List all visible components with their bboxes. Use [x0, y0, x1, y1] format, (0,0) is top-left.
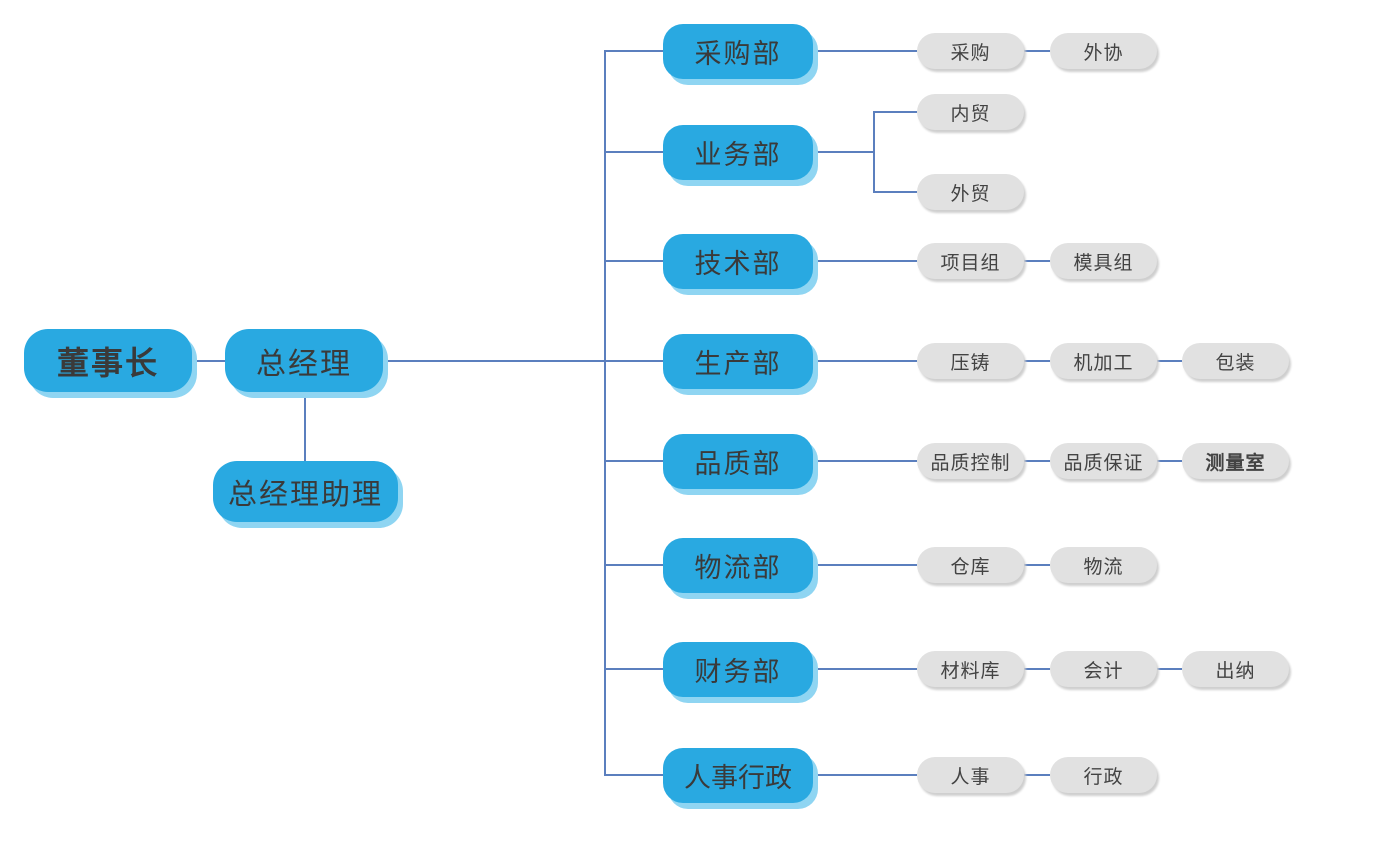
- connector-line: [604, 151, 663, 153]
- sub-box-personnel: 人事: [917, 757, 1024, 793]
- connector-line: [604, 260, 663, 262]
- connector-spine: [604, 50, 606, 776]
- connector-line: [1024, 460, 1050, 462]
- dept-box-finance: 财务部: [663, 642, 813, 697]
- connector-line: [1024, 50, 1050, 52]
- connector-line: [192, 360, 225, 362]
- connector-line: [873, 111, 917, 113]
- sub-box-die-casting: 压铸: [917, 343, 1024, 379]
- connector-line: [604, 668, 663, 670]
- connector-line: [1157, 460, 1182, 462]
- dept-box-quality: 品质部: [663, 434, 813, 489]
- connector-line: [1024, 564, 1050, 566]
- connector-line: [604, 460, 663, 462]
- sub-box-project-team: 项目组: [917, 243, 1024, 279]
- dept-box-technology: 技术部: [663, 234, 813, 289]
- sub-box-cashier: 出纳: [1182, 651, 1289, 687]
- dept-box-purchasing: 采购部: [663, 24, 813, 79]
- connector-line: [1157, 668, 1182, 670]
- sub-box-logistics: 物流: [1050, 547, 1157, 583]
- sub-box-quality-control: 品质控制: [917, 443, 1024, 479]
- sub-box-domestic-trade: 内贸: [917, 94, 1024, 130]
- sub-box-accounting: 会计: [1050, 651, 1157, 687]
- connector-line: [813, 460, 917, 462]
- sub-box-machining: 机加工: [1050, 343, 1157, 379]
- dept-box-business: 业务部: [663, 125, 813, 180]
- sub-box-mold-team: 模具组: [1050, 243, 1157, 279]
- sub-box-measuring-room: 测量室: [1182, 443, 1289, 479]
- sub-box-procurement: 采购: [917, 33, 1024, 69]
- connector-line: [813, 774, 917, 776]
- sub-box-warehouse: 仓库: [917, 547, 1024, 583]
- connector-line: [1157, 360, 1182, 362]
- connector-line: [304, 392, 306, 461]
- connector-line: [813, 668, 917, 670]
- connector-line: [813, 151, 873, 153]
- sub-box-foreign-trade: 外贸: [917, 174, 1024, 210]
- connector-line: [873, 111, 875, 193]
- connector-line: [604, 50, 663, 52]
- connector-line: [813, 260, 917, 262]
- connector-line: [1024, 668, 1050, 670]
- sub-box-outsourcing: 外协: [1050, 33, 1157, 69]
- sub-box-material-store: 材料库: [917, 651, 1024, 687]
- dept-box-production: 生产部: [663, 334, 813, 389]
- chairman-box: 董事长: [24, 329, 192, 392]
- connector-line: [1024, 260, 1050, 262]
- sub-box-administration: 行政: [1050, 757, 1157, 793]
- connector-line: [1024, 360, 1050, 362]
- dept-box-hr-admin: 人事行政: [663, 748, 813, 803]
- connector-line: [813, 360, 917, 362]
- connector-line: [873, 191, 917, 193]
- connector-line: [813, 564, 917, 566]
- connector-line: [604, 360, 663, 362]
- connector-line: [604, 774, 663, 776]
- gm-assistant-box: 总经理助理: [213, 461, 398, 522]
- connector-line: [383, 360, 605, 362]
- general-manager-box: 总经理: [225, 329, 383, 392]
- connector-line: [604, 564, 663, 566]
- sub-box-quality-assurance: 品质保证: [1050, 443, 1157, 479]
- dept-box-logistics: 物流部: [663, 538, 813, 593]
- sub-box-packaging: 包装: [1182, 343, 1289, 379]
- connector-line: [1024, 774, 1050, 776]
- connector-line: [813, 50, 917, 52]
